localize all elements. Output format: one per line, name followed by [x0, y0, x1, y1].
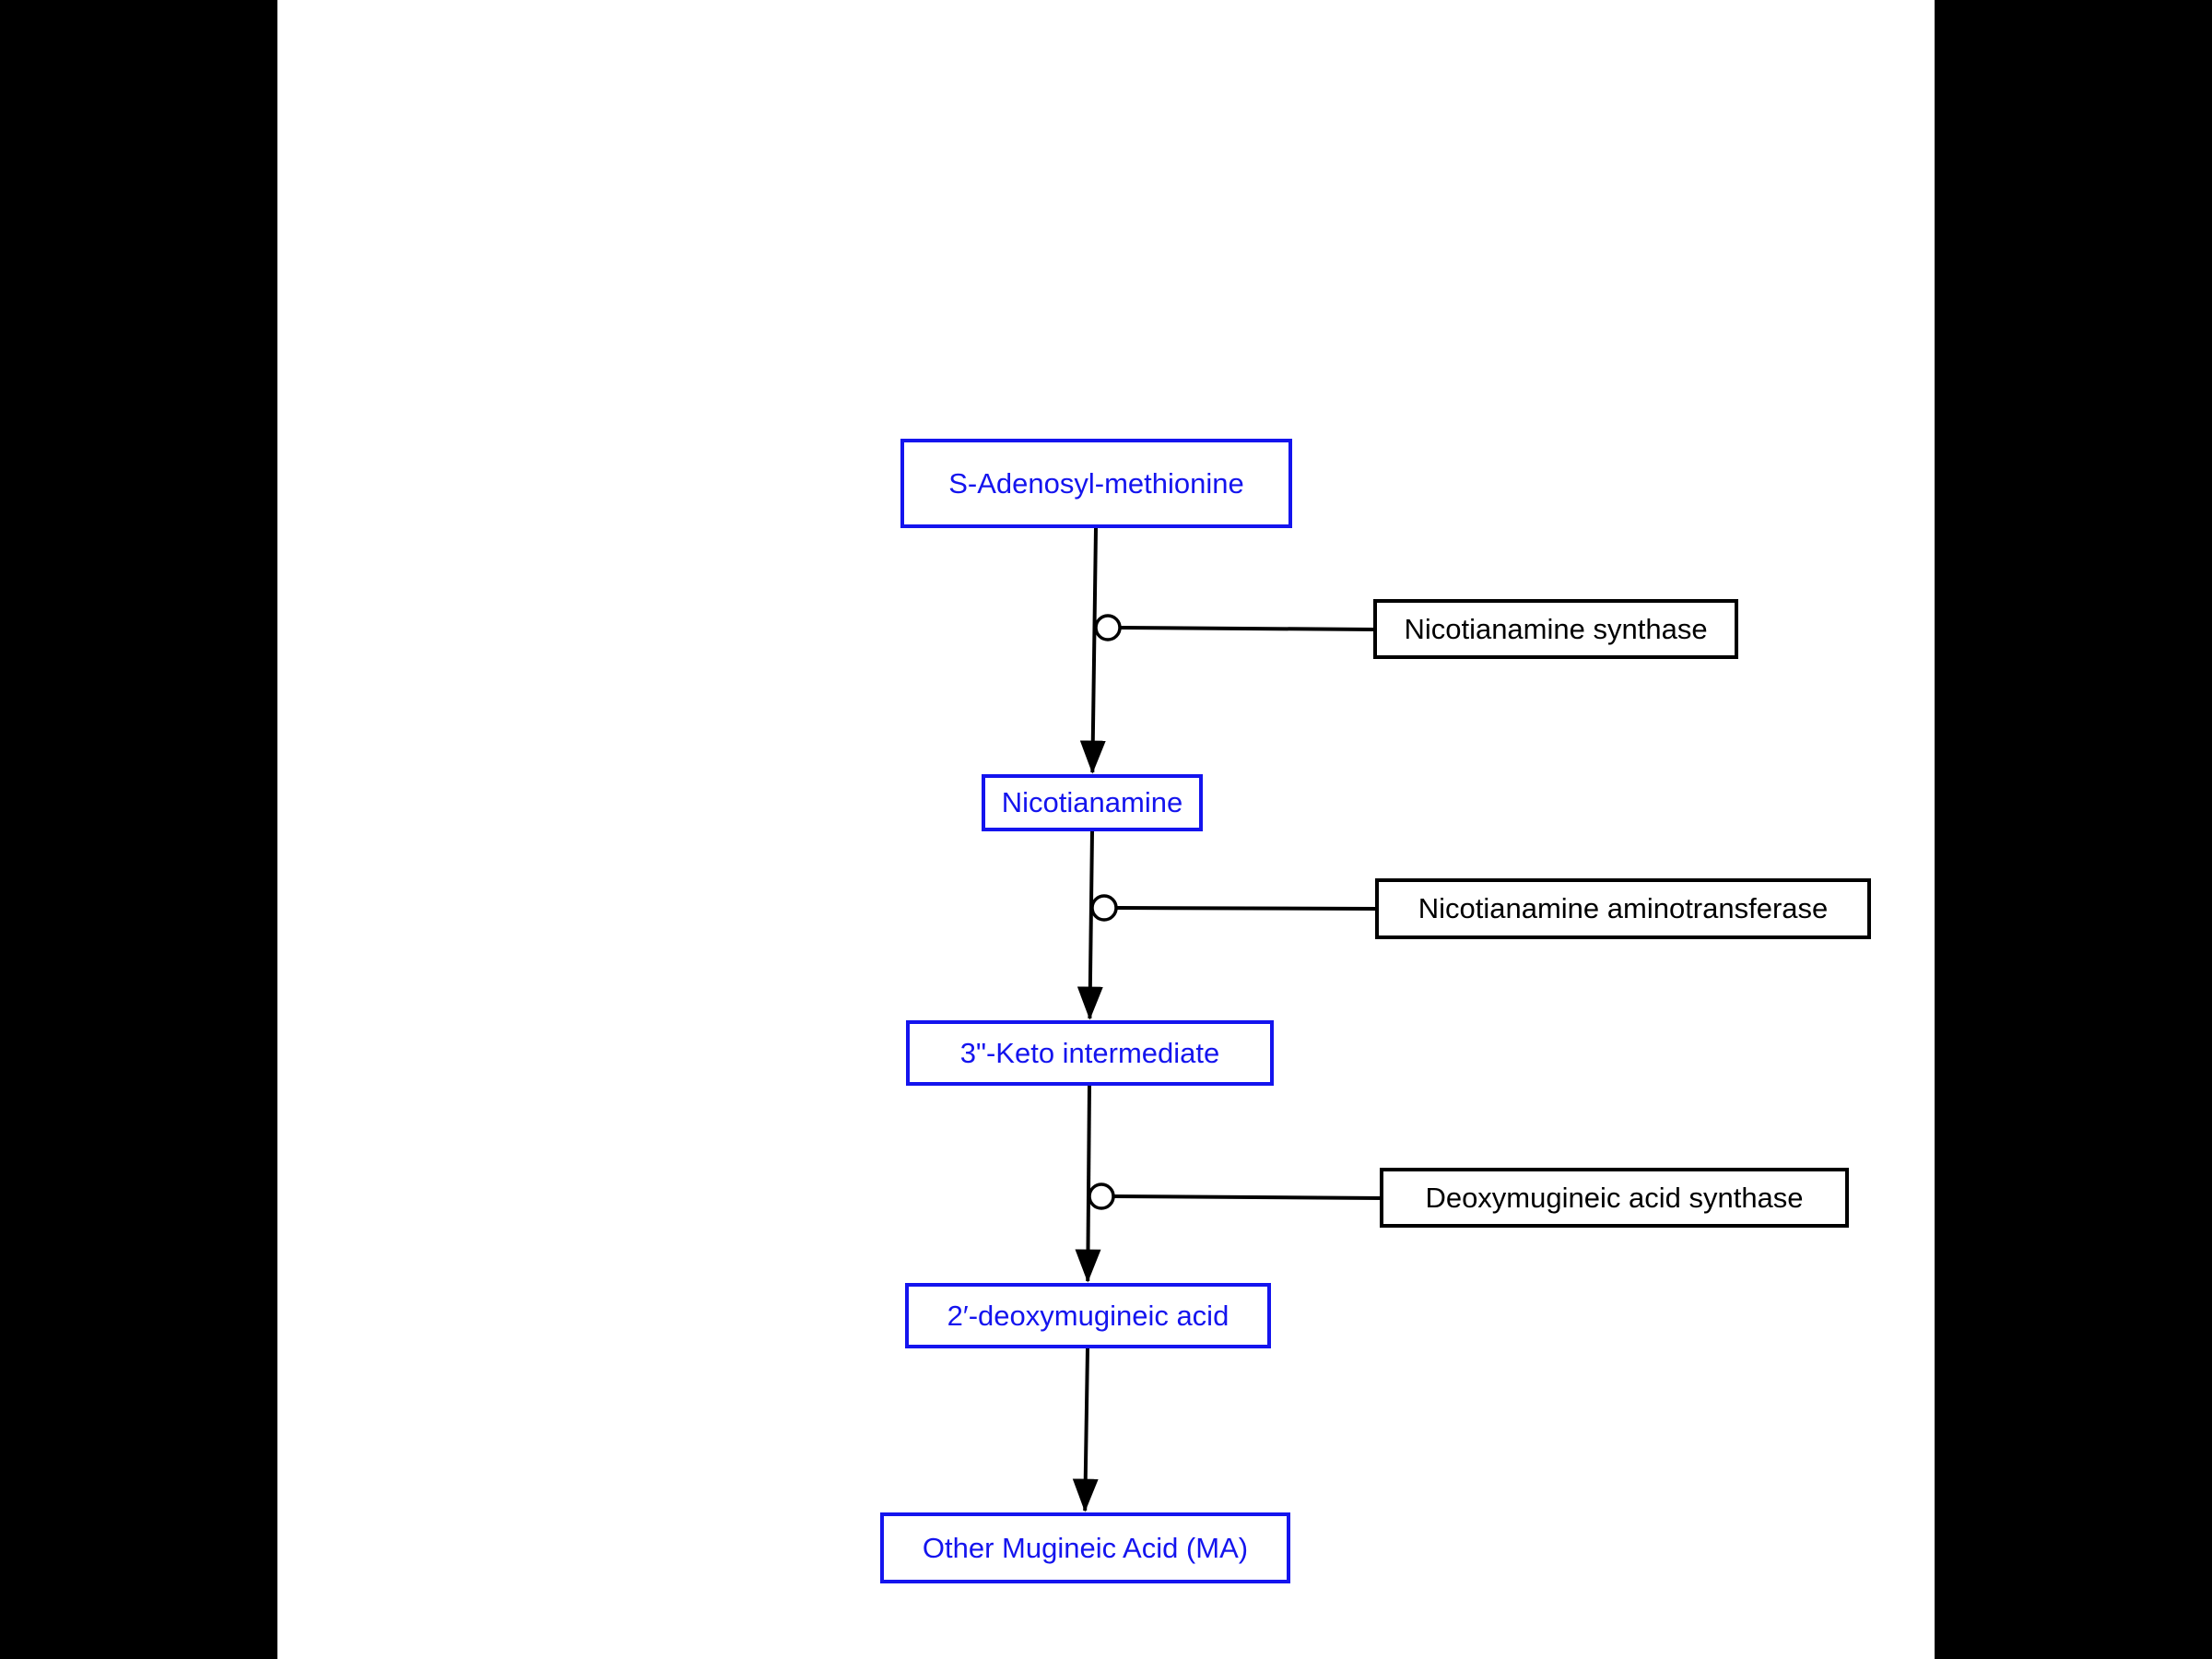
node-label: S-Adenosyl-methionine	[948, 466, 1244, 500]
enzyme-label: Nicotianamine synthase	[1404, 612, 1708, 645]
node-other-mugineic-acid: Other Mugineic Acid (MA)	[880, 1512, 1290, 1583]
enzyme-junction-circle-3	[1088, 1182, 1115, 1210]
enzyme-nicotianamine-synthase: Nicotianamine synthase	[1373, 599, 1738, 659]
node-s-adenosyl-methionine: S-Adenosyl-methionine	[900, 439, 1292, 528]
node-nicotianamine: Nicotianamine	[982, 774, 1203, 831]
edge-dma-to-ma	[1072, 1347, 1099, 1512]
edge-keto-to-dma	[1075, 1085, 1101, 1283]
node-label: Other Mugineic Acid (MA)	[922, 1531, 1249, 1564]
edges-layer	[1072, 527, 1382, 1512]
edge-sam-to-nicotianamine	[1079, 527, 1106, 774]
enzyme-nicotianamine-aminotransferase: Nicotianamine aminotransferase	[1375, 878, 1871, 939]
diagram-canvas: S-Adenosyl-methionine Nicotianamine 3"-K…	[277, 0, 1935, 1659]
enzyme-label: Nicotianamine aminotransferase	[1418, 892, 1829, 925]
enzyme-deoxymugineic-acid-synthase: Deoxymugineic acid synthase	[1380, 1168, 1849, 1228]
node-label: Nicotianamine	[1001, 786, 1183, 819]
enzyme-label: Deoxymugineic acid synthase	[1425, 1181, 1804, 1214]
enzyme-junction-circle-2	[1090, 894, 1118, 922]
enzyme-junction-circle-1	[1094, 614, 1122, 641]
enzyme-connector-line-2	[1116, 906, 1378, 911]
edge-nicotianamine-to-keto	[1077, 830, 1103, 1020]
node-label: 3"-Keto intermediate	[959, 1036, 1220, 1069]
enzyme-connector-line-3	[1113, 1194, 1382, 1200]
node-keto-intermediate: 3"-Keto intermediate	[906, 1020, 1274, 1086]
node-deoxymugineic-acid: 2′-deoxymugineic acid	[905, 1283, 1271, 1348]
enzyme-connector-line-1	[1120, 626, 1376, 631]
node-label: 2′-deoxymugineic acid	[947, 1299, 1230, 1332]
